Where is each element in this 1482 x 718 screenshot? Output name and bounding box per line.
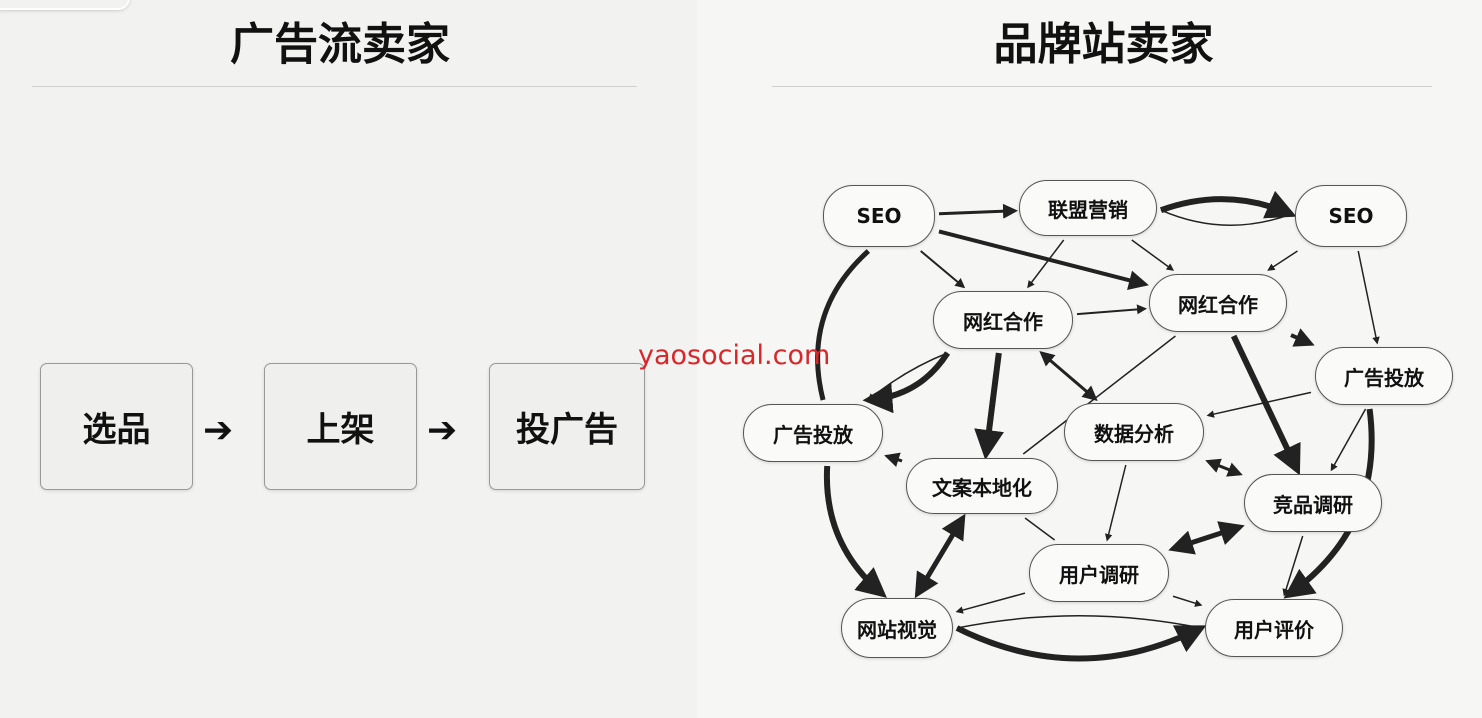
edge-wh1-ggL bbox=[862, 351, 951, 414]
node-sj: 数据分析 bbox=[1064, 403, 1204, 461]
edge-lm-wh2 bbox=[1131, 239, 1175, 271]
divider bbox=[772, 86, 1432, 87]
edge-sj-yh bbox=[1104, 464, 1127, 542]
edge-lm-seo2 bbox=[1159, 190, 1297, 219]
edge-ggR-sj bbox=[1206, 391, 1312, 418]
right-title: 品牌站卖家 bbox=[993, 19, 1214, 70]
watermark: yaosocial.com bbox=[638, 340, 831, 371]
node-wh2: 网红合作 bbox=[1149, 274, 1287, 332]
edge-wh1-ggL bbox=[867, 352, 948, 401]
edge-wz-pj bbox=[955, 625, 1207, 662]
arrow-icon: ➔ bbox=[427, 410, 458, 451]
node-jp: 竞品调研 bbox=[1244, 474, 1382, 532]
node-ggR: 广告投放 bbox=[1315, 347, 1453, 405]
edge-seo2-ggR bbox=[1357, 250, 1380, 345]
edge-wh1-wa bbox=[974, 352, 1004, 460]
node-wh1: 网红合作 bbox=[933, 291, 1073, 349]
edge-sj-jp bbox=[1205, 458, 1243, 477]
node-wz: 网站视觉 bbox=[841, 598, 953, 658]
divider bbox=[32, 86, 637, 87]
edge-wa-wz bbox=[914, 513, 966, 599]
edge-seo2-wh2 bbox=[1267, 250, 1298, 271]
node-wa: 文案本地化 bbox=[906, 458, 1058, 514]
edge-jp-yh bbox=[1168, 521, 1245, 555]
step-ads: 投广告 bbox=[489, 363, 645, 490]
edge-ggR-jp bbox=[1330, 408, 1367, 472]
edge-seo1-wh2 bbox=[938, 229, 1149, 290]
edge-lm-seo2 bbox=[1160, 209, 1292, 226]
edge-lm-wh1 bbox=[1027, 239, 1065, 289]
edge-wh1-sj bbox=[1039, 351, 1098, 401]
node-yh: 用户调研 bbox=[1029, 544, 1169, 602]
edge-seo1-lm bbox=[938, 203, 1018, 219]
edge-yh-wz bbox=[955, 592, 1026, 614]
edge-ggL-wz bbox=[823, 465, 887, 598]
edge-yh-pj bbox=[1172, 595, 1203, 607]
edge-wh1-wh2 bbox=[1076, 304, 1147, 316]
node-ggL: 广告投放 bbox=[743, 404, 883, 462]
edge-seo1-wh1 bbox=[920, 250, 966, 289]
edge-seo1-ggL bbox=[815, 249, 871, 401]
node-lm: 联盟营销 bbox=[1019, 180, 1157, 236]
edge-ggL-wa bbox=[886, 455, 903, 462]
left-title: 广告流卖家 bbox=[230, 19, 450, 70]
node-pj: 用户评价 bbox=[1205, 599, 1343, 657]
node-seo1: SEO bbox=[823, 185, 935, 247]
arrow-icon: ➔ bbox=[203, 410, 234, 451]
edge-wh2-wa bbox=[1022, 335, 1176, 455]
step-select-product: 选品 bbox=[40, 363, 193, 490]
edge-wz-pj bbox=[956, 615, 1202, 629]
edge-wh2-ggR bbox=[1290, 328, 1315, 347]
node-seo2: SEO bbox=[1295, 185, 1407, 247]
edge-wa-yh bbox=[1024, 517, 1056, 541]
edge-jp-pj bbox=[1282, 535, 1304, 597]
step-listing: 上架 bbox=[264, 363, 417, 490]
ad-seller-panel: 广告流卖家 选品 ➔ 上架 ➔ 投广告 bbox=[0, 0, 697, 718]
